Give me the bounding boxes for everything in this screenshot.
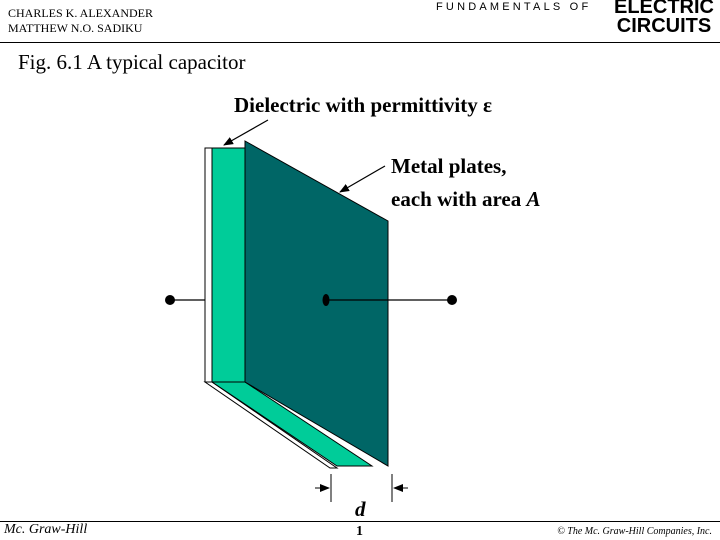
author-1: CHARLES K. ALEXANDER	[8, 6, 154, 20]
back-plate-face	[204, 147, 213, 383]
header-rule	[0, 42, 720, 43]
dielectric-pointer	[223, 119, 269, 146]
copyright-notice: © The Mc. Graw-Hill Companies, Inc.	[557, 526, 712, 537]
metal-plate	[244, 140, 389, 467]
plate-contact-point	[322, 294, 330, 306]
area-symbol: A	[525, 187, 541, 211]
plates-label-line1: Metal plates,	[391, 154, 506, 178]
book-title: ELECTRIC CIRCUITS	[614, 0, 714, 36]
footer-rule	[0, 521, 720, 522]
authors-block: CHARLES K. ALEXANDER MATTHEW N.O. SADIKU	[8, 6, 153, 36]
right-terminal	[447, 295, 457, 305]
publisher-logo: Mc. Graw-Hill	[4, 522, 88, 537]
plates-pointer	[339, 165, 386, 193]
permittivity-symbol: ε	[483, 93, 492, 117]
dielectric-face	[211, 147, 246, 383]
book-title-line1: ELECTRIC	[614, 0, 714, 18]
plates-label-text: each with area	[391, 187, 527, 211]
figure-caption: Fig. 6.1 A typical capacitor	[18, 50, 246, 74]
dielectric-label-text: Dielectric with permittivity	[234, 93, 483, 117]
dielectric-label: Dielectric with permittivity ε	[234, 93, 492, 117]
series-title: FUNDAMENTALS OF	[436, 1, 592, 13]
left-terminal	[165, 295, 175, 305]
author-2: MATTHEW N.O. SADIKU	[8, 21, 143, 35]
back-plate-bottom	[203, 381, 339, 469]
page-number: 1	[356, 524, 363, 539]
distance-label: d	[355, 497, 366, 521]
plates-label-line2: each with area A	[391, 187, 541, 211]
dielectric-bottom	[210, 381, 374, 467]
book-title-line2: CIRCUITS	[616, 15, 712, 37]
